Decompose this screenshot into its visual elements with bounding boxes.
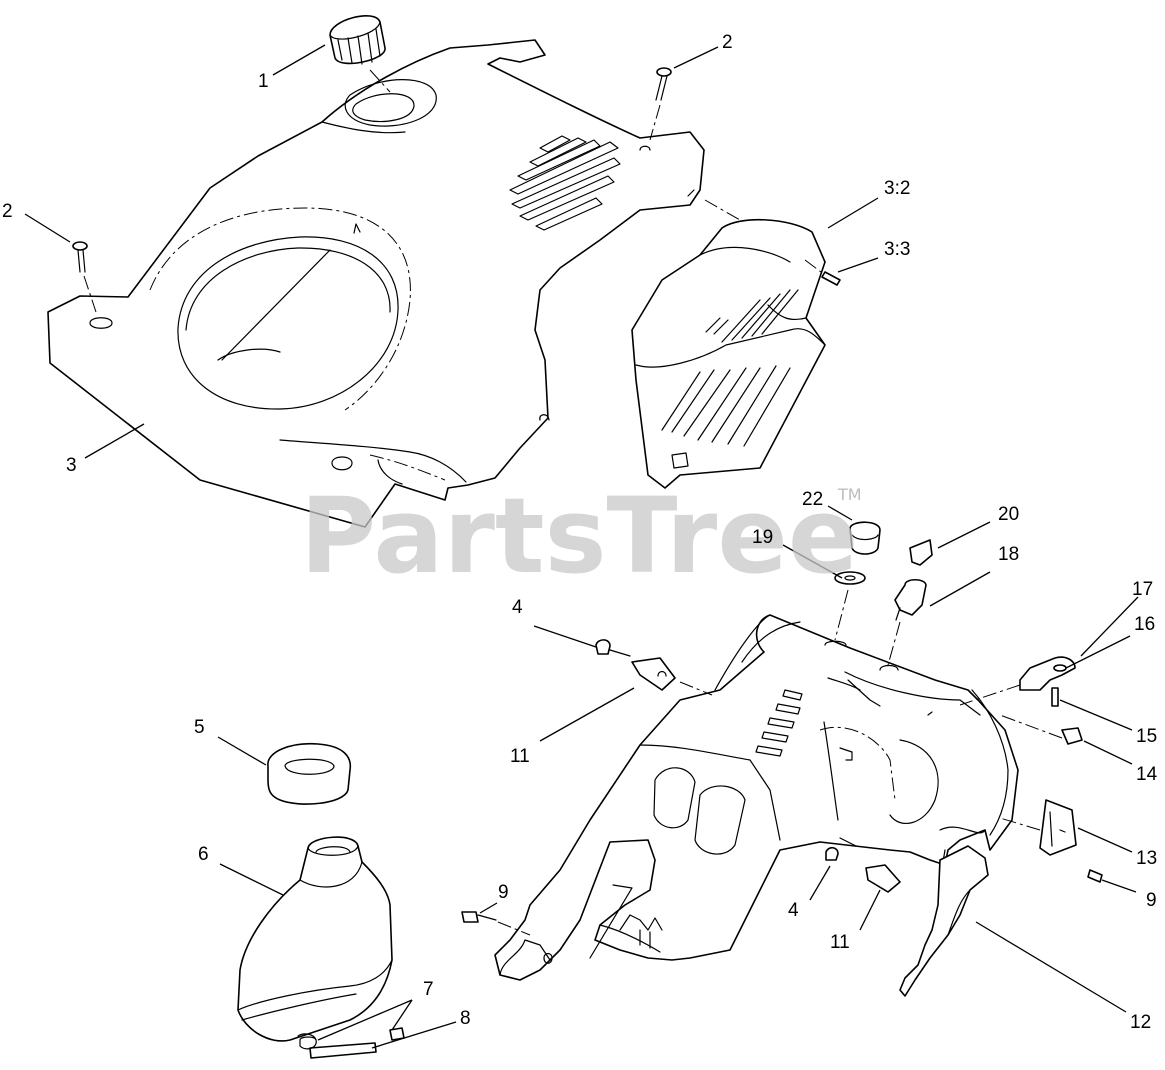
callout-fuel-cap: 1	[258, 71, 269, 92]
key-part[interactable]	[909, 539, 933, 566]
side-guard-slots	[661, 289, 799, 447]
callout-bolt-upper: 4	[512, 597, 523, 618]
cap-alignment-line	[369, 69, 391, 93]
handle-washer-part[interactable]	[1053, 664, 1067, 672]
fuel-tank-part[interactable]	[237, 836, 393, 1042]
callout-handle-washer: 16	[1134, 614, 1155, 635]
switch-axis	[887, 621, 901, 666]
callout-cable-clamp-lower: 11	[830, 932, 850, 953]
cable-clamp-upper-part[interactable]	[631, 657, 676, 691]
callout-key: 20	[998, 504, 1019, 525]
callout-fuel-line: 8	[460, 1008, 471, 1029]
ignition-switch-part[interactable]	[894, 578, 927, 621]
callout-bolt-lower: 4	[788, 900, 799, 921]
callout-fuel-plug: 22	[802, 489, 823, 510]
fuel-line-part[interactable]	[299, 1036, 377, 1059]
fuel-cap-part[interactable]	[329, 15, 386, 65]
callout-bracket: 13	[1136, 848, 1157, 869]
side-guard-part[interactable]	[631, 218, 826, 489]
clip-axis	[999, 714, 1063, 739]
bracket-right-part[interactable]	[1039, 799, 1077, 856]
callout-handle-screw: 15	[1136, 726, 1157, 747]
callout-fuel-tank: 6	[198, 844, 209, 865]
clamp-upper-axis	[679, 681, 713, 696]
callout-clip: 14	[1136, 764, 1158, 785]
washer-part[interactable]	[834, 571, 866, 585]
guard-screw-part[interactable]	[821, 271, 841, 286]
callout-shroud: 3	[66, 455, 77, 476]
guard-screw-axis	[804, 259, 826, 276]
guard-plate-part[interactable]	[899, 845, 989, 997]
watermark-text: PartsTree	[300, 475, 858, 597]
callout-screw-left: 2	[2, 201, 13, 222]
callout-guard-screw: 3:3	[884, 239, 910, 260]
handle-axis	[959, 684, 1021, 706]
fuel-plug-part[interactable]	[849, 521, 881, 555]
throttle-handle-part[interactable]	[1019, 656, 1076, 691]
callout-hose-clamp: 7	[423, 979, 434, 1000]
bolt-right-part[interactable]	[1087, 869, 1103, 883]
leader-lines	[24, 44, 1139, 1049]
callout-bolt-left: 9	[498, 882, 509, 903]
callout-throttle-handle: 17	[1132, 579, 1153, 600]
clip-part[interactable]	[1061, 727, 1083, 745]
dash-panel-part[interactable]	[494, 614, 1019, 981]
callout-labels: 1 2 2 3 3:2 3:3 22 19 20 18 17 16 15 14 …	[2, 32, 1158, 1033]
callout-bolt-right: 9	[1146, 890, 1157, 911]
grommet-part[interactable]	[267, 742, 352, 805]
callout-grommet: 5	[194, 717, 205, 738]
bolt-left-axis	[497, 921, 531, 936]
callout-cable-clamp-upper: 11	[510, 746, 530, 767]
screw-top-part[interactable]	[655, 67, 672, 101]
callout-guard-plate: 12	[1130, 1012, 1151, 1033]
screw-left-axis	[83, 275, 97, 313]
callout-side-guard: 3:2	[884, 178, 910, 199]
shroud-part[interactable]	[47, 39, 741, 528]
dash-vent-slots	[755, 689, 803, 757]
callout-washer: 19	[752, 527, 773, 548]
handle-screw-part[interactable]	[1051, 687, 1059, 707]
screw-left-part[interactable]	[72, 241, 88, 273]
shroud-vent-slots	[509, 135, 621, 231]
plug-axis	[834, 589, 849, 641]
bolt-upper-part[interactable]	[595, 639, 631, 657]
callout-ignition-switch: 18	[998, 544, 1019, 565]
bolt-lower-part[interactable]	[825, 846, 839, 861]
watermark-trademark: TM	[837, 485, 862, 504]
bolt-left-part[interactable]	[461, 911, 497, 923]
callout-screw-top: 2	[722, 32, 733, 53]
cable-clamp-lower-part[interactable]	[865, 864, 901, 893]
screw-top-axis	[649, 104, 661, 141]
bracket-axis	[999, 817, 1041, 831]
